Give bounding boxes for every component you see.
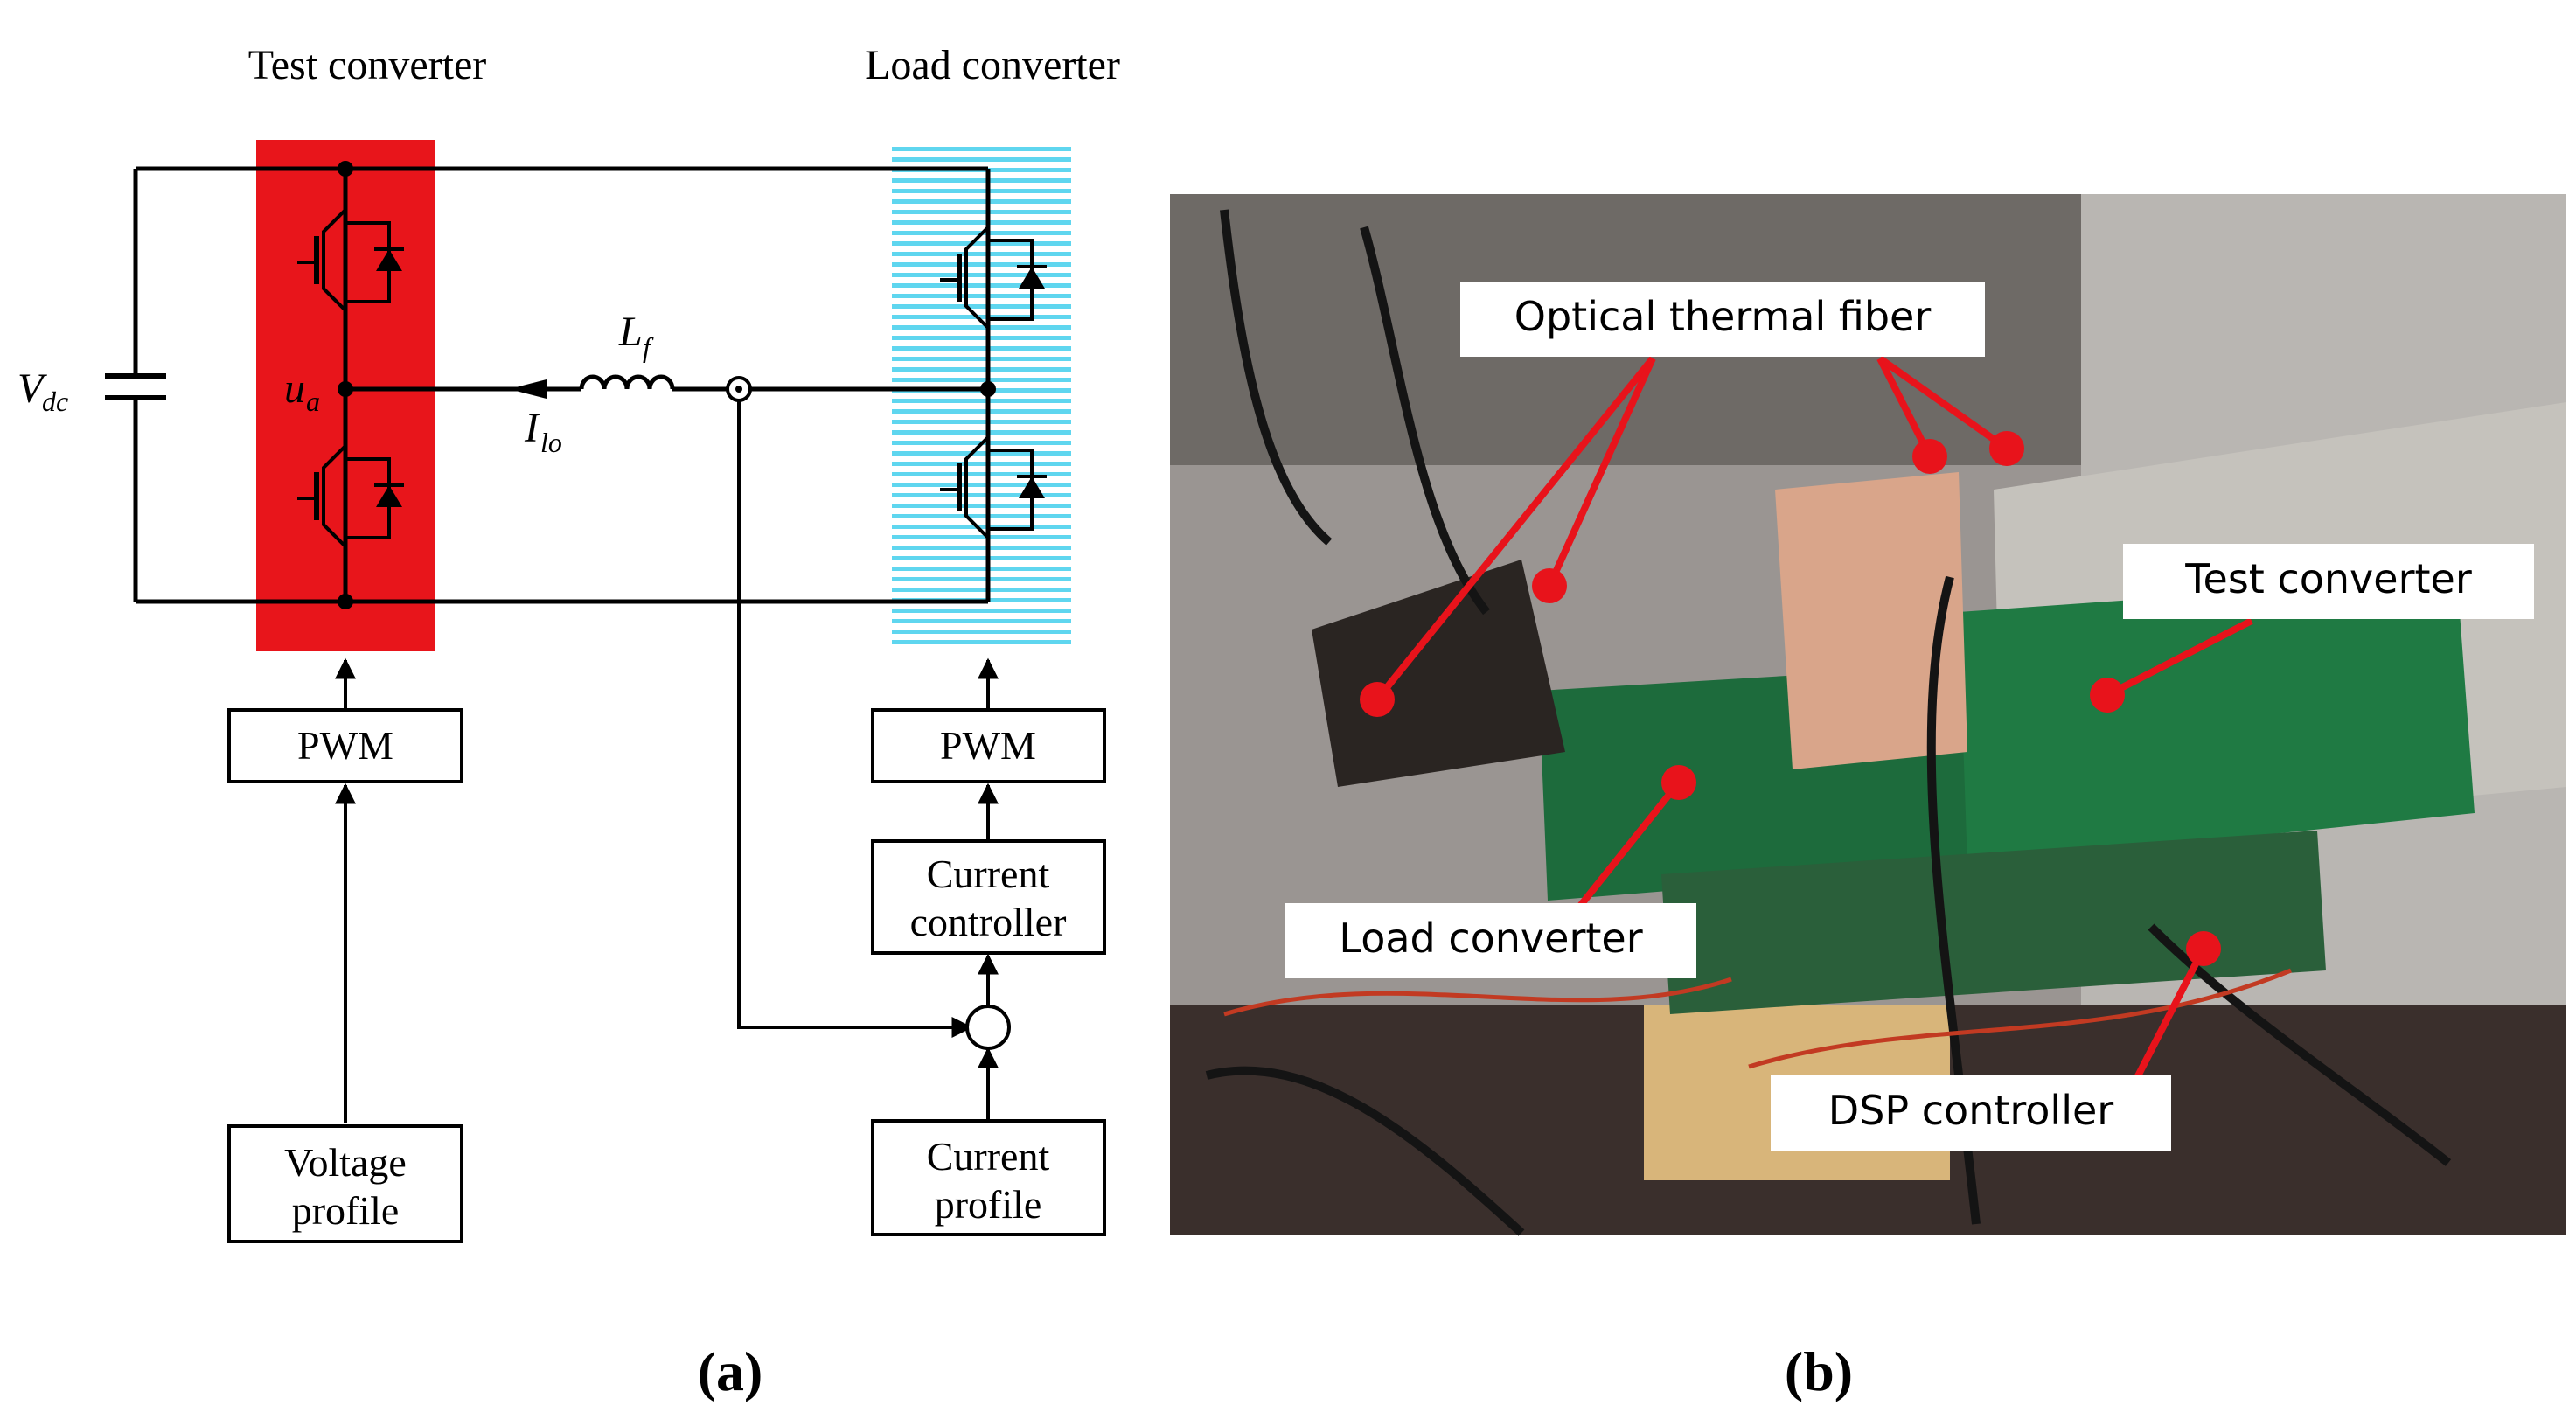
label-box-dsp-controller xyxy=(1771,1075,2171,1151)
load-converter-block xyxy=(892,144,1071,650)
ilo-subscript: lo xyxy=(540,427,562,458)
load-converter-upper-igbt xyxy=(940,226,1047,330)
marker-dot xyxy=(2090,678,2125,713)
vdc-subscript: dc xyxy=(42,386,68,417)
label-load-converter: Load converter xyxy=(1339,915,1642,962)
test-converter-title: Test converter xyxy=(248,42,487,88)
load-converter-title: Load converter xyxy=(865,42,1120,88)
label-optical-thermal-fiber: Optical thermal fiber xyxy=(1514,293,1932,340)
test-converter-board xyxy=(1959,577,2475,866)
label-test-converter: Test converter xyxy=(2184,555,2472,602)
ilo-label: I xyxy=(524,405,540,451)
marker-dot xyxy=(1360,682,1395,717)
caption-a: (a) xyxy=(698,1340,763,1402)
marker-dots xyxy=(1360,431,2221,966)
label-box-optical-fiber xyxy=(1460,282,1985,357)
marker-dot xyxy=(2186,931,2221,966)
vdc-label: V xyxy=(17,365,47,412)
label-box-load-converter xyxy=(1285,903,1696,978)
load-converter-lower-igbt xyxy=(940,435,1047,539)
ua-label: u xyxy=(284,365,305,412)
current-controller-line1: Current xyxy=(927,852,1050,896)
pwm-right-label: PWM xyxy=(940,723,1036,768)
heatsink-block xyxy=(1312,560,1565,787)
pwm-block-right xyxy=(871,708,1106,783)
voltage-profile-line1: Voltage xyxy=(284,1140,407,1185)
output-filter-branch xyxy=(345,374,988,1038)
current-direction-arrow xyxy=(509,379,547,399)
caption-b: (b) xyxy=(1785,1340,1853,1402)
current-controller-block xyxy=(871,839,1106,955)
current-profile-line2: profile xyxy=(935,1182,1042,1227)
pwm-block-left xyxy=(227,708,463,783)
pwm-left-label: PWM xyxy=(297,723,393,768)
summing-junction xyxy=(965,1005,1011,1050)
lf-label: L xyxy=(618,309,643,355)
sensor-board xyxy=(1775,472,1967,769)
label-box-test-converter xyxy=(2123,544,2534,619)
current-profile-block xyxy=(871,1119,1106,1236)
marker-dot xyxy=(1661,765,1696,800)
ua-subscript: a xyxy=(306,386,320,417)
marker-dot xyxy=(1532,568,1567,603)
lf-subscript: f xyxy=(643,331,654,363)
panel-a-circuit-diagram: Test converter Load converter xyxy=(17,42,1120,1402)
voltage-profile-block xyxy=(227,1124,463,1243)
test-converter-upper-igbt xyxy=(297,208,404,312)
sense-wires xyxy=(1223,968,2292,1069)
inductor-lf xyxy=(579,374,675,390)
current-controller-line2: controller xyxy=(910,900,1067,944)
current-profile-line1: Current xyxy=(927,1134,1050,1179)
controller-board xyxy=(1661,831,2326,1014)
voltage-profile-line2: profile xyxy=(292,1188,400,1233)
test-converter-lower-igbt xyxy=(297,444,404,548)
label-dsp-controller: DSP controller xyxy=(1828,1087,2114,1134)
marker-dot xyxy=(1912,439,1947,474)
marker-dot xyxy=(1989,431,2024,466)
panel-b-test-bench-photo: Optical thermal fiber Test converter Loa… xyxy=(1170,194,2566,1402)
